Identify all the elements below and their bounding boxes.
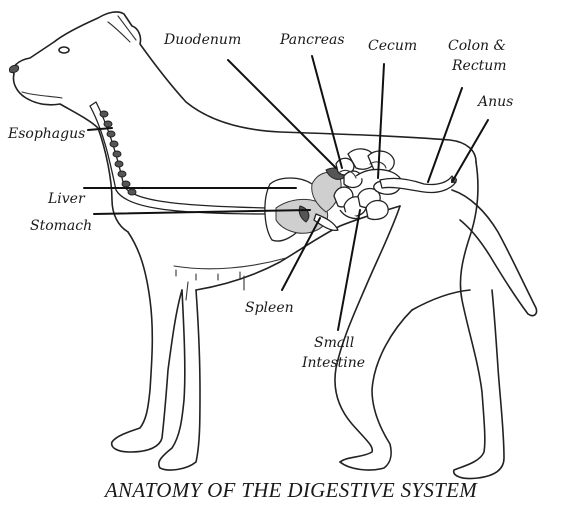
label-small-intestine-line2: Intestine [301,355,365,371]
label-duodenum: Duodenum [163,32,241,48]
leader-pancreas [311,55,343,169]
label-esophagus: Esophagus [7,126,85,142]
leader-colon-rectum [427,87,463,183]
leader-small-intestine [337,209,361,331]
label-pancreas: Pancreas [279,32,345,48]
label-small-intestine-line1: Small [314,335,354,351]
leader-lines [83,55,489,331]
small-intestine [333,148,395,221]
label-spleen: Spleen [245,300,294,316]
leader-stomach [93,209,311,215]
label-liver: Liver [47,191,86,207]
label-colon-line2: Rectum [451,58,507,74]
leader-duodenum [227,59,337,169]
dog-outline [9,11,538,480]
leader-esophagus [87,127,113,131]
label-colon-line1: Colon & [448,38,506,54]
label-anus: Anus [476,94,513,110]
leader-cecum [377,63,385,179]
label-stomach: Stomach [30,218,92,234]
esophagus [89,101,271,215]
diagram-title: ANATOMY OF THE DIGESTIVE SYSTEM [103,478,478,502]
leader-spleen [281,217,321,291]
label-cecum: Cecum [368,38,417,54]
leader-anus [451,119,489,183]
